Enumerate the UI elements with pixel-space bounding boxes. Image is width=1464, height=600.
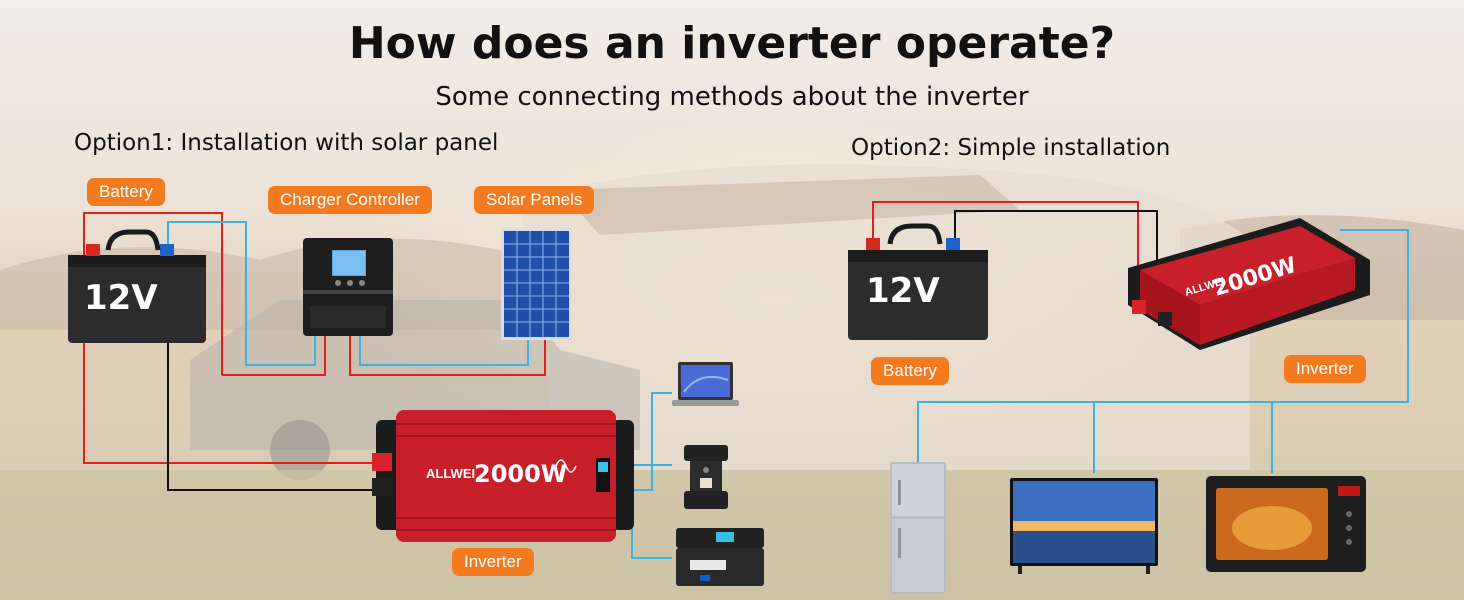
- wire-battery-inverter-positive: [83, 212, 223, 375]
- inverter-option1: ALLWEI 2000W: [372, 410, 634, 542]
- inverter-tag-option1: Inverter: [452, 548, 534, 576]
- wire-inverter-printer: [631, 490, 672, 559]
- inverter1-power: 2000W: [474, 460, 567, 488]
- page-subtitle: Some connecting methods about the invert…: [435, 82, 1029, 112]
- wire2-negative: [954, 210, 1158, 305]
- solar-panel: [501, 228, 572, 340]
- television: [1010, 478, 1158, 574]
- battery-option1: 12V: [68, 229, 206, 343]
- wire2-ac-main: [917, 229, 1409, 462]
- wire-controller-positive: [222, 335, 326, 376]
- wire-solar-blue: [359, 335, 529, 366]
- battery-tag-option1: Battery: [87, 178, 165, 206]
- wire-solar-positive: [349, 335, 546, 376]
- option1-heading: Option1: Installation with solar panel: [74, 130, 499, 156]
- charger-controller-tag: Charger Controller: [268, 186, 432, 214]
- battery-option2: 12V: [848, 223, 988, 340]
- battery2-voltage: 12V: [866, 271, 940, 311]
- battery1-voltage: 12V: [84, 278, 158, 318]
- wire-battery-controller-blue: [167, 221, 316, 366]
- wire-battery-positive-down: [83, 300, 380, 464]
- microwave: [1206, 476, 1366, 572]
- laptop: [672, 362, 739, 406]
- page-title: How does an inverter operate?: [348, 18, 1116, 69]
- inverter1-brand: ALLWEI: [426, 466, 475, 481]
- printer: [676, 528, 764, 586]
- solar-panels-tag: Solar Panels: [474, 186, 595, 214]
- wire2-positive: [872, 201, 1139, 305]
- refrigerator: [890, 462, 946, 594]
- battery-tag-option2: Battery: [871, 357, 949, 385]
- coffee-maker: [684, 445, 728, 509]
- inverter-option2: 2000W ALLWEI: [1128, 218, 1370, 350]
- charger-controller: [303, 238, 393, 336]
- option2-heading: Option2: Simple installation: [851, 135, 1171, 161]
- wire-inverter-appliances: [630, 392, 672, 491]
- inverter-tag-option2: Inverter: [1284, 355, 1366, 383]
